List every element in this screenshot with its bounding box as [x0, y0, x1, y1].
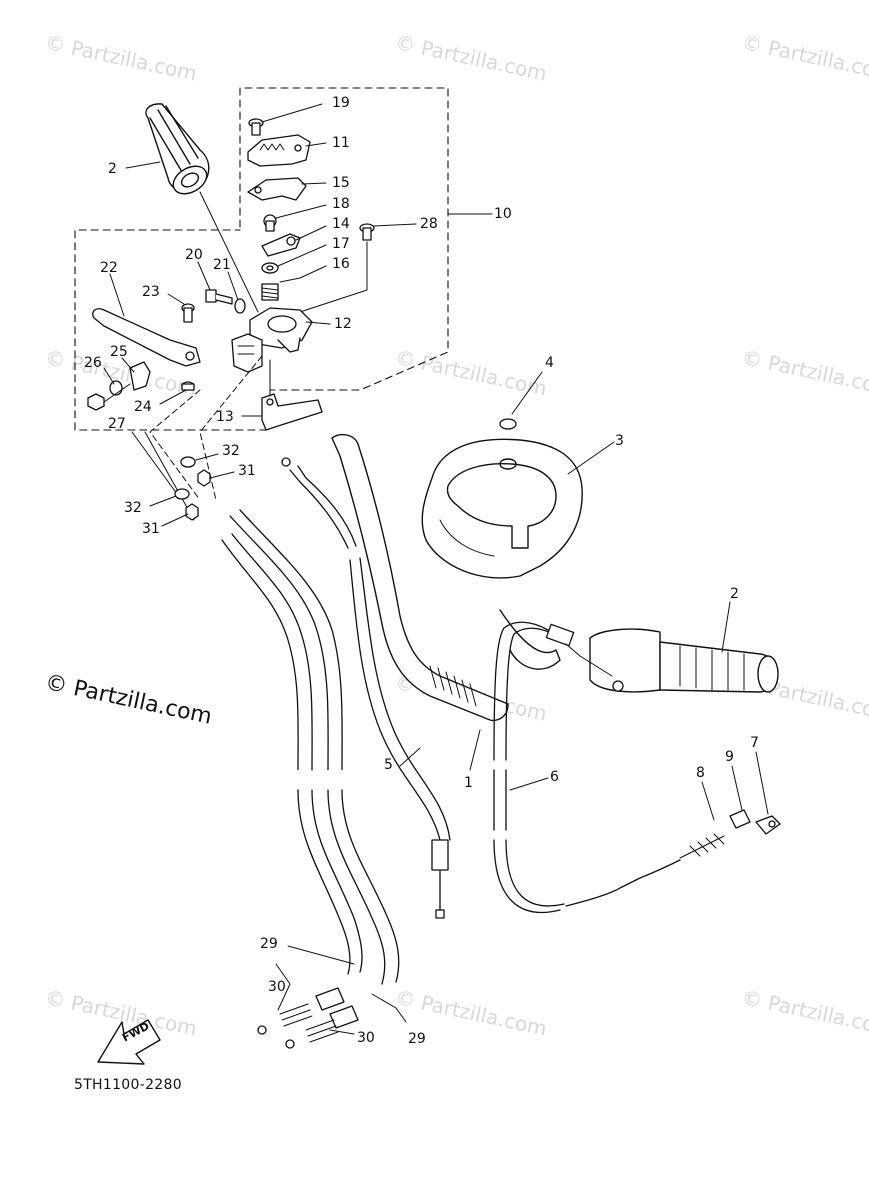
callout-18: 18 [332, 196, 350, 212]
callout-32: 32 [222, 443, 240, 459]
callout-25: 25 [110, 344, 128, 360]
leader-30b [329, 1029, 355, 1035]
callout-20: 20 [185, 247, 203, 263]
grip-left [145, 103, 259, 313]
adjuster-25 [129, 361, 151, 391]
callout-13: 13 [216, 409, 234, 425]
leader-30a [275, 963, 291, 1011]
callout-30: 30 [268, 979, 286, 995]
nut-32b [174, 488, 190, 500]
callout-6: 6 [550, 769, 559, 785]
leader-6 [509, 777, 549, 791]
callout-19: 19 [332, 95, 350, 111]
cable-6 [493, 621, 681, 914]
assembly-box-10 [74, 87, 449, 431]
callout-5: 5 [384, 757, 393, 773]
diagram-code: 5TH1100-2280 [74, 1077, 182, 1093]
adjuster-9 [729, 809, 751, 829]
callout-8: 8 [696, 765, 705, 781]
bolt-23 [181, 303, 195, 323]
leader-3 [567, 441, 615, 475]
leader-7 [755, 751, 769, 815]
grommet-4 [499, 418, 517, 430]
fwd-arrow [97, 1019, 161, 1065]
bracket-15 [247, 177, 307, 201]
callout-1: 1 [464, 775, 473, 791]
brake-cable-pair [221, 509, 400, 985]
callout-10: 10 [494, 206, 512, 222]
throttle-lever-13 [261, 359, 323, 431]
callout-3: 3 [615, 433, 624, 449]
nut-24 [181, 381, 195, 391]
handlebar-cover-3 [421, 438, 583, 579]
callout-29: 29 [408, 1031, 426, 1047]
callout-14: 14 [332, 216, 350, 232]
callout-17: 17 [332, 236, 350, 252]
spacer-26 [109, 380, 123, 396]
callout-7: 7 [750, 735, 759, 751]
leader-2b [721, 601, 731, 653]
callout-21: 21 [213, 257, 231, 273]
callout-2: 2 [108, 161, 117, 177]
callout-22: 22 [100, 260, 118, 276]
callout-4: 4 [545, 355, 554, 371]
spring-16 [261, 283, 279, 301]
bolt-27 [87, 393, 105, 411]
leader-29a [287, 945, 355, 965]
screw-20 [205, 289, 233, 305]
callout-31: 31 [238, 463, 256, 479]
callout-23: 23 [142, 284, 160, 300]
callout-29: 29 [260, 936, 278, 952]
callout-24: 24 [134, 399, 152, 415]
leader-9 [731, 765, 743, 811]
handlebar-1 [331, 433, 561, 722]
spring-8 [679, 833, 725, 859]
cover-11 [247, 134, 311, 167]
cap-7 [755, 815, 781, 835]
nut-31a [197, 469, 211, 487]
washer-21 [234, 298, 246, 314]
callout-26: 26 [84, 355, 102, 371]
throttle-housing-12 [249, 307, 313, 353]
leader-5 [399, 747, 421, 767]
throttle-cable-5 [281, 457, 451, 919]
callout-27: 27 [108, 416, 126, 432]
callout-9: 9 [725, 749, 734, 765]
screw-19 [248, 118, 264, 136]
leader-29b [371, 993, 407, 1023]
washer-17 [261, 262, 279, 274]
callout-30: 30 [357, 1030, 375, 1046]
leader-4 [511, 371, 543, 415]
callout-31: 31 [142, 521, 160, 537]
leader-2a [125, 161, 161, 169]
grip-right [589, 628, 779, 693]
nut-32a [180, 456, 196, 468]
callout-15: 15 [332, 175, 350, 191]
callout-2: 2 [730, 586, 739, 602]
callout-28: 28 [420, 216, 438, 232]
screw-28 [359, 223, 375, 241]
leader-1 [469, 729, 481, 771]
lever-14 [261, 233, 301, 257]
nut-31b [185, 503, 199, 521]
lever-holder [231, 333, 263, 373]
callout-11: 11 [332, 135, 350, 151]
leader-8 [701, 781, 715, 821]
callout-32: 32 [124, 500, 142, 516]
screw-18 [263, 214, 277, 232]
callout-16: 16 [332, 256, 350, 272]
cable-ends-30 [257, 987, 359, 1049]
callout-12: 12 [334, 316, 352, 332]
brake-lever-22 [92, 308, 201, 367]
